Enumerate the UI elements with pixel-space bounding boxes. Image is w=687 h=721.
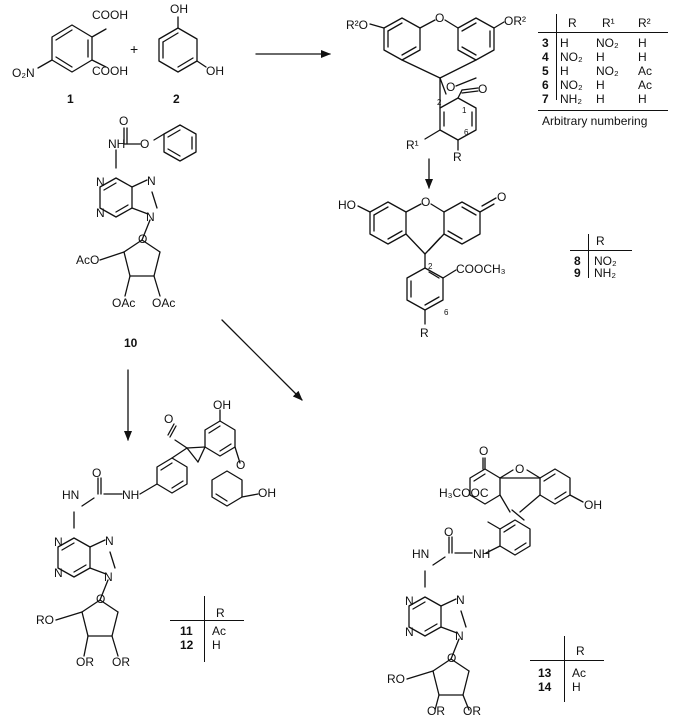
purine-n9-label: N [146, 210, 155, 224]
purine-n3-label: N [96, 206, 105, 220]
carbonyl-o-label: O [478, 82, 488, 96]
n9-13: N [455, 629, 464, 643]
xanthene-o-11: O [236, 458, 246, 472]
carbamate-o-label: O [119, 114, 129, 128]
mid-position-2: 2 [428, 262, 433, 271]
ribose-o-11: O [96, 592, 106, 606]
nh-13: NH [473, 547, 491, 561]
oh-label-top: OH [170, 2, 188, 16]
o2n-label: O₂N [12, 66, 35, 80]
mid-position-6: 6 [444, 308, 449, 317]
ho-label: HO [338, 198, 356, 212]
or-13-b: OR [463, 704, 481, 718]
substituent-table-13-14: R 13 Ac 14 H [530, 636, 610, 706]
compound-2-number: 2 [173, 92, 180, 106]
oh-11-top: OH [213, 398, 231, 412]
n9-11: N [104, 570, 113, 584]
position-2-label: 2 [437, 98, 442, 107]
oac-label-a: OAc [112, 296, 136, 310]
urea-o-13: O [444, 525, 454, 539]
arrow-to-13-14 [221, 319, 303, 401]
or-13-a: OR [427, 704, 445, 718]
substituent-table-3-7: R R¹ R² 3 H NO₂ H 4 NO₂ H H 5 H NO₂ Ac 6… [538, 10, 668, 140]
ribose-o-label: O [138, 232, 148, 246]
purine-n7-label: N [147, 174, 156, 188]
oac-label-b: OAc [152, 296, 176, 310]
ester-o-label: O [140, 137, 150, 151]
compound-10-structure [99, 124, 197, 297]
ro-11: RO [36, 613, 54, 627]
or-11-a: OR [76, 655, 94, 669]
mid-r-label: R [420, 326, 429, 340]
compound-2-structure [158, 16, 207, 73]
compound-3-7-structure [369, 17, 505, 151]
mid-coome-label: COOCH₃ [456, 262, 506, 276]
ro-13: RO [387, 672, 405, 686]
mid-xanthene-o-label: O [421, 195, 431, 209]
urea-o-11: O [92, 466, 102, 480]
xanthene-o-13: O [515, 462, 525, 476]
cooh-label-top: COOH [92, 8, 128, 22]
oh-label-right: OH [206, 64, 224, 78]
oh-11-right: OH [258, 486, 276, 500]
n3-11: N [54, 566, 63, 580]
n3-13: N [405, 625, 414, 639]
compound-8-9-structure [357, 197, 497, 325]
aco-label: AcO [76, 253, 100, 267]
n1-13: N [405, 594, 414, 608]
o-13-top: O [479, 444, 489, 458]
r-label: R [453, 150, 462, 164]
xanthene-o-label: O [435, 11, 445, 25]
hn-13: HN [412, 547, 430, 561]
n7-11: N [105, 534, 114, 548]
ribose-o-13: O [447, 651, 457, 665]
purine-n1-label: N [96, 175, 105, 189]
cooh-label-bottom: COOH [92, 64, 128, 78]
nh-11: NH [122, 488, 140, 502]
mid-carbonyl-o-label: O [497, 190, 507, 204]
r2o-label: R²O [346, 18, 368, 32]
compound-10-number: 10 [124, 336, 138, 350]
h3cooc-13: H₃COOC [439, 486, 489, 500]
n1-11: N [54, 535, 63, 549]
position-1-label: 1 [462, 106, 467, 115]
oh-13: OH [584, 498, 602, 512]
compound-1-structure [37, 24, 107, 73]
nh-10-label: NH [108, 137, 126, 151]
or2-label: OR² [504, 14, 526, 28]
position-6-label: 6 [464, 128, 469, 137]
or-11-b: OR [112, 655, 130, 669]
plus-sign: + [130, 41, 139, 57]
lactone-o-11: O [164, 412, 174, 426]
r1-label: R¹ [406, 138, 419, 152]
n7-13: N [456, 593, 465, 607]
lactone-o-label: O [446, 80, 456, 94]
compound-11-12-structure [55, 409, 259, 657]
compound-1-number: 1 [67, 92, 74, 106]
hn-11: HN [62, 488, 80, 502]
substituent-table-11-12: R 11 Ac 12 H [170, 596, 250, 666]
compound-13-14-structure [406, 457, 584, 711]
substituent-table-8-9: R 8 NO₂ 9 NH₂ [570, 230, 640, 280]
